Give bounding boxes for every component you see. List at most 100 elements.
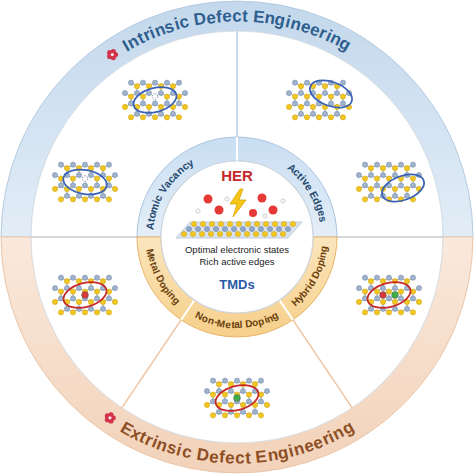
arc-letter: e [222, 8, 232, 25]
lattice-atom [292, 94, 297, 99]
lattice-atom [182, 104, 187, 109]
lattice-atom [52, 186, 57, 191]
slab-atom [254, 221, 259, 226]
lattice-atom [94, 296, 99, 301]
lattice-atom [416, 285, 421, 290]
band-separator [236, 137, 238, 161]
arc-letter: e [205, 9, 216, 27]
lattice-atom [210, 378, 215, 383]
lattice-atom [222, 413, 227, 418]
lattice-atom [398, 296, 403, 301]
slab-atom [262, 231, 267, 236]
lattice-atom [398, 162, 403, 167]
arc-letter: t [242, 8, 248, 25]
lattice-atom [88, 186, 93, 191]
lattice-atom [234, 413, 239, 418]
highlight-ellipse [306, 75, 356, 113]
center-hub: HEROptimal electronic statesRich active … [161, 161, 313, 313]
lattice-atom [392, 186, 397, 191]
arc-letter: f [218, 449, 225, 466]
lattice-atom [216, 382, 221, 387]
lattice-atom [410, 183, 415, 188]
lattice-atom [70, 275, 75, 280]
lattice-atom [398, 275, 403, 280]
lattice-atom [112, 285, 117, 290]
band-separator [181, 300, 194, 320]
lattice-atom [82, 310, 87, 315]
slab-atom [190, 231, 195, 236]
flower-center [108, 416, 111, 419]
lattice-atom [368, 279, 373, 284]
sector-divider [337, 236, 443, 238]
lattice-atom [146, 90, 151, 95]
lattice-atom [392, 285, 397, 290]
lattice-patch [52, 275, 117, 315]
lattice-atom [88, 285, 93, 290]
sector-divider [236, 31, 238, 137]
lattice-atom [362, 162, 367, 167]
dopant-atom [380, 292, 387, 299]
lattice-atom [52, 172, 57, 177]
slab-atom [235, 231, 240, 236]
slab-atom [209, 221, 214, 226]
lattice-atom [380, 285, 385, 290]
lattice-atom [106, 162, 111, 167]
arc-letter: t [244, 449, 250, 466]
lattice-atom [316, 115, 321, 120]
lattice-atom [322, 111, 327, 116]
lattice-atom [310, 111, 315, 116]
lattice-atom [322, 90, 327, 95]
lattice-atom [298, 84, 303, 89]
lattice-atom [362, 176, 367, 181]
arc-letter: c [232, 7, 241, 24]
lattice-atom [76, 172, 81, 177]
arc-letter: c [235, 449, 245, 466]
arc-letter: a [234, 320, 240, 330]
arc-letter: E [252, 8, 265, 26]
lattice-atom [70, 162, 75, 167]
lattice-atom [64, 166, 69, 171]
highlight-ellipse [61, 278, 110, 313]
inner-band-label: Hybrid Doping [286, 239, 334, 313]
sector-divider [31, 236, 137, 238]
lattice-atom [380, 166, 385, 171]
slab-atom [186, 226, 191, 231]
slab-atom [226, 231, 231, 236]
lattice-atom [246, 413, 251, 418]
lattice-atom [88, 172, 93, 177]
her-illustration [176, 189, 302, 238]
arc-letter: e [225, 319, 232, 330]
lattice-atom [52, 299, 57, 304]
lattice-atom [316, 94, 321, 99]
arc-label: Extrinsic Defect Engineering [113, 415, 361, 472]
lattice-atom [374, 296, 379, 301]
lattice-atom [228, 388, 233, 393]
sector-field [31, 31, 443, 443]
lattice-atom [286, 90, 291, 95]
sector-divider [293, 320, 352, 408]
lattice-atom [362, 289, 367, 294]
lattice-atom [100, 306, 105, 311]
lattice-atom [398, 183, 403, 188]
lattice-atom [304, 101, 309, 106]
hydrogen-bubble [196, 209, 200, 213]
lattice-atom [158, 104, 163, 109]
lightning-bolt [230, 189, 246, 217]
lattice-atom [328, 94, 333, 99]
arc-letter: f [215, 8, 222, 25]
proton [249, 209, 257, 217]
lattice-atom [140, 80, 145, 85]
lattice-atom [146, 104, 151, 109]
lattice-atom [222, 399, 227, 404]
lattice-atom [128, 115, 133, 120]
slab-atom [227, 221, 232, 226]
slab-atom [281, 221, 286, 226]
highlight-ellipse [213, 381, 262, 416]
lattice-atom [374, 275, 379, 280]
lattice-atom [258, 413, 263, 418]
lattice-atom [70, 289, 75, 294]
lattice-atom [386, 162, 391, 167]
lattice-atom [222, 392, 227, 397]
lattice-atom [164, 80, 169, 85]
